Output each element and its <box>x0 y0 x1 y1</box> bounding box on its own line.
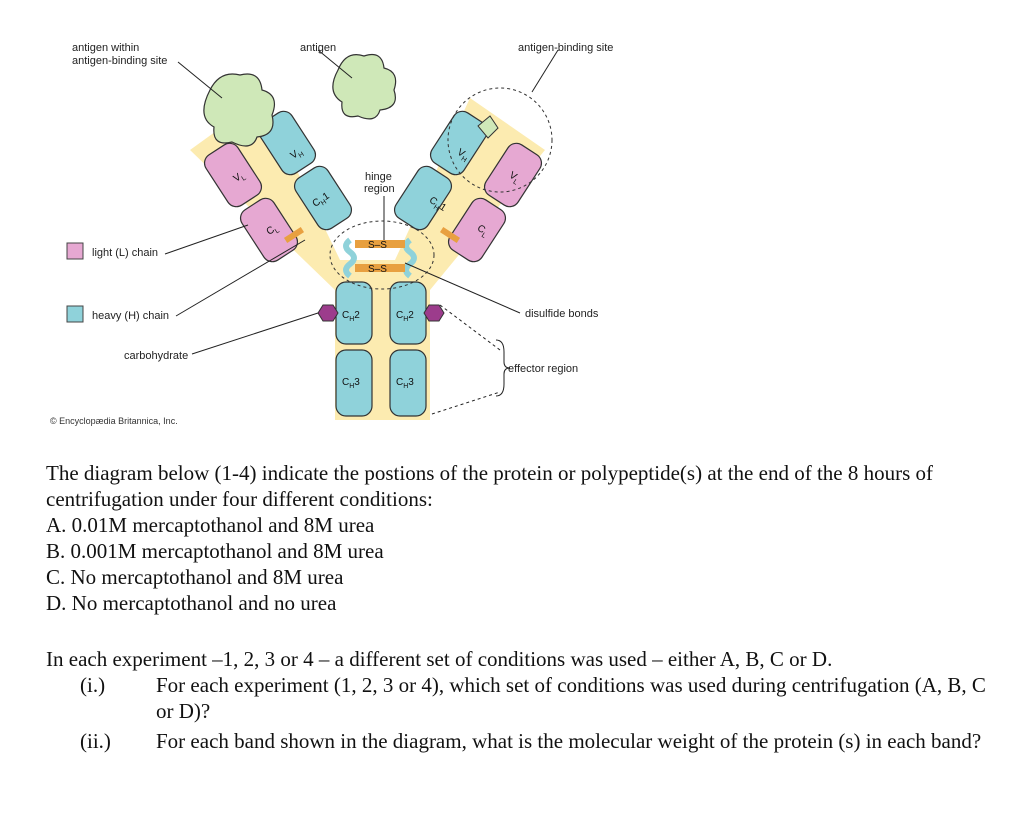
disulfide-label-1: S–S <box>368 240 387 251</box>
condition-option-b: B. 0.001M mercaptothanol and 8M urea <box>46 539 384 563</box>
right-heavy-chain <box>393 110 489 231</box>
right-bound-antigen-icon <box>477 115 499 139</box>
right-ch3-domain <box>389 349 427 417</box>
sub-question-number: (i.) <box>80 673 106 697</box>
disulfide-bonds-label: disulfide bonds <box>525 308 599 320</box>
antigen-binding-site-circle <box>447 87 553 193</box>
sub-question-text: For each band shown in the diagram, what… <box>156 729 982 753</box>
left-vh-label: VH <box>289 146 306 163</box>
antigen-within-site-label: antigen within <box>72 42 139 54</box>
question-text-block: The diagram below (1-4) indicate the pos… <box>46 460 1006 754</box>
antigen-label: antigen <box>300 42 336 54</box>
heavy-chain-label: heavy (H) chain <box>92 310 169 322</box>
hinge-right-strand <box>403 237 417 279</box>
carbohydrate-label: carbohydrate <box>124 350 188 362</box>
right-light-chain <box>447 142 543 263</box>
antibody-diagram: S–S S–S VH VL CH1 CL VH VL CH1 CL CH2 CH… <box>50 42 613 426</box>
condition-option-a: A. 0.01M mercaptothanol and 8M urea <box>46 513 375 537</box>
left-carbohydrate-icon <box>317 304 339 322</box>
effector-region-label: effector region <box>508 363 578 375</box>
right-vh-label: VH <box>454 147 471 164</box>
condition-option-d: D. No mercaptothanol and no urea <box>46 591 337 615</box>
right-ch3-label: CH3 <box>396 377 414 390</box>
sub-question-i: (i.) For each experiment (1, 2, 3 or 4),… <box>46 672 1006 724</box>
right-lh-disulfide <box>439 227 461 243</box>
sub-question-number: (ii.) <box>80 729 111 753</box>
hinge-region-ellipse <box>329 220 435 290</box>
left-light-chain <box>203 142 299 263</box>
question-intro: The diagram below (1-4) indicate the pos… <box>46 461 934 511</box>
disulfide-label-2: S–S <box>368 264 387 275</box>
hinge-label: hinge <box>365 171 392 183</box>
disulfide-bar-1 <box>355 240 405 248</box>
right-carbohydrate-icon <box>423 304 445 322</box>
light-chain-label: light (L) chain <box>92 247 158 259</box>
antibody-y-background <box>190 98 545 420</box>
right-ch2-label: CH2 <box>396 310 414 323</box>
experiment-text: In each experiment –1, 2, 3 or 4 – a dif… <box>46 647 833 671</box>
right-cl-label: CL <box>474 223 491 240</box>
left-ch3-label: CH3 <box>342 377 360 390</box>
sub-question-ii: (ii.) For each band shown in the diagram… <box>46 728 1006 754</box>
hinge-label-line2: region <box>364 183 395 195</box>
heavy-chain-swatch <box>66 305 84 323</box>
light-chain-swatch <box>66 242 84 260</box>
left-ch2-label: CH2 <box>342 310 360 323</box>
left-lh-disulfide <box>283 227 305 243</box>
left-ch3-domain <box>335 349 373 417</box>
disulfide-bar-2 <box>355 264 405 272</box>
center-antigen-icon <box>332 53 397 120</box>
hinge-left-strand <box>343 237 357 279</box>
sub-question-text: For each experiment (1, 2, 3 or 4), whic… <box>156 673 986 723</box>
left-antigen-icon <box>203 73 275 147</box>
copyright-label: © Encyclopædia Britannica, Inc. <box>50 416 178 426</box>
right-vl-label: VL <box>506 170 522 187</box>
antigen-binding-site-label: antigen-binding site <box>518 42 613 54</box>
leader-lines <box>164 49 559 415</box>
antigen-within-site-label-line2: antigen-binding site <box>72 55 167 67</box>
condition-option-c: C. No mercaptothanol and 8M urea <box>46 565 344 589</box>
left-vl-label: VL <box>232 170 248 187</box>
right-ch1-label: CH1 <box>426 195 448 216</box>
